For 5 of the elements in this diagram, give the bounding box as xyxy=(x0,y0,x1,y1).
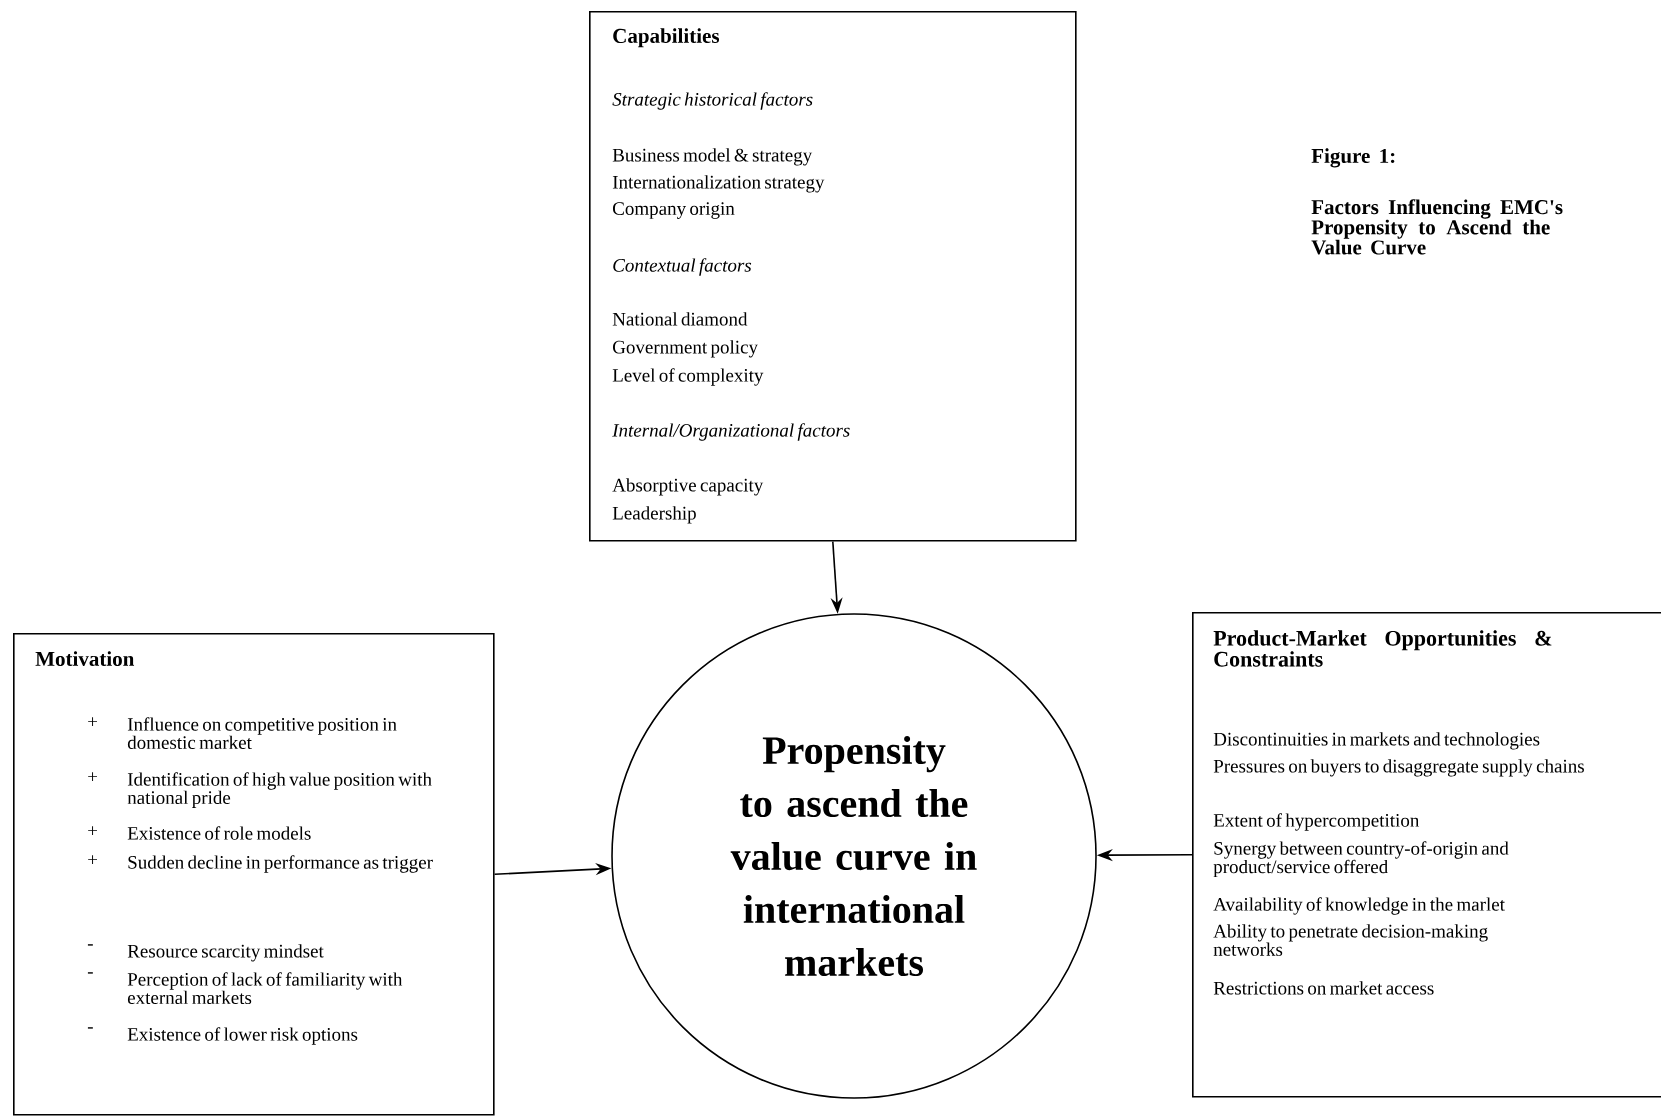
text-box: Capabilities Strategic historical factors Business model & strategy Internationalization strategy Company origin Contextual factors National diamond Government policy Level of complexity Internal/Organizational factors Absorptive capacity Leadership xyxy=(589,11,1077,542)
text-box: Product-Market Opportunities & Constraints Discontinuities in markets and technologies Pressures on buyers to disaggregate supply chains Extent of hypercompetition Synergy between country-of-origin and product/service offered Availability of knowledge in the marlet Ability to penetrate decision-making networks Restrictions on market access xyxy=(1192,612,1661,1098)
figure-title: Factors Influencing EMC's Propensity to Ascend the Value Curve xyxy=(1311,199,1563,255)
text-box: Motivation + Influence on competitive position in domestic market + Identification of high value position with national pride + Existence of role models + Sudden decline in performance as trigger - Resource scarcity mindset - Perception of lack of familiarity with external markets - Existence of lower risk options xyxy=(13,633,495,1116)
figure-title: Figure 1: xyxy=(1311,148,1395,168)
